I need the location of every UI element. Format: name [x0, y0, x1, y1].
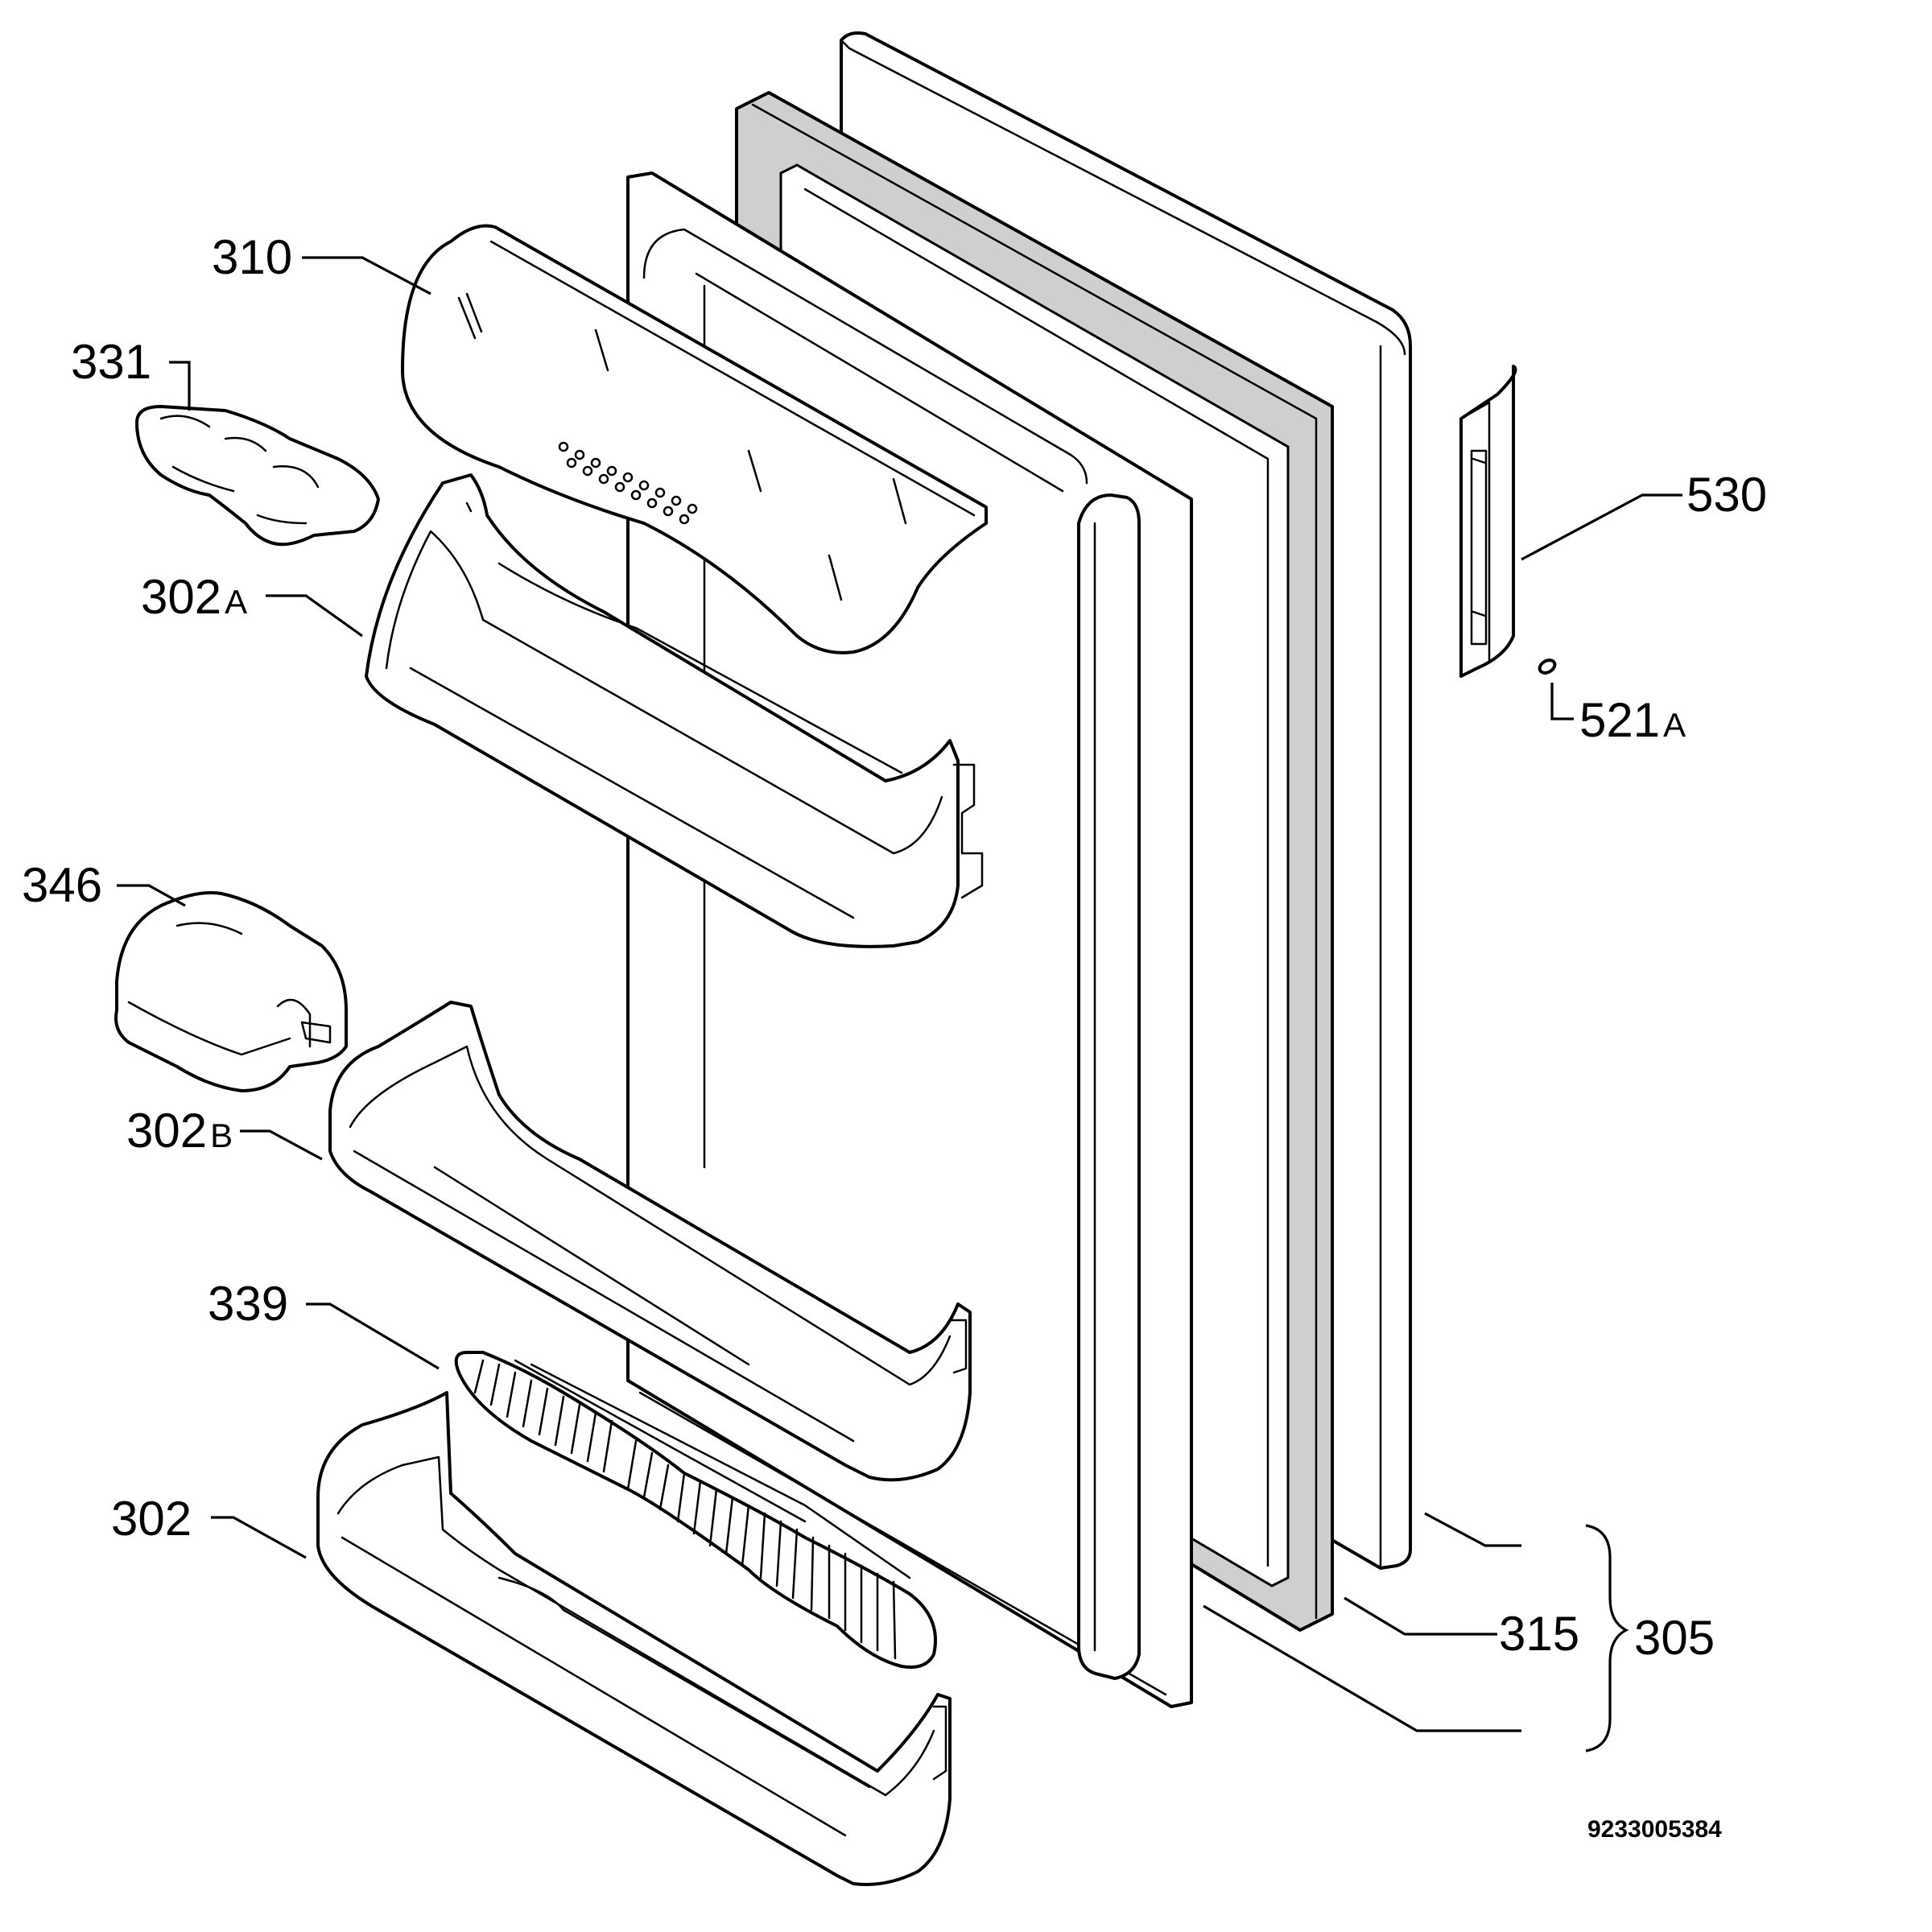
label-302a: 302A: [141, 570, 247, 624]
label-331: 331: [71, 335, 151, 389]
bottle-retainer[interactable]: [454, 1351, 937, 1669]
butter-dish[interactable]: [114, 891, 348, 1092]
door-shelf-302b[interactable]: [328, 1001, 972, 1482]
leader-lines: [117, 256, 1682, 1752]
part-labels: 310 331 302A 346 302B 339 302 530 521A 3…: [22, 230, 1767, 1843]
hinge-530[interactable]: [1459, 365, 1517, 678]
label-302b: 302B: [126, 1104, 233, 1158]
label-521a: 521A: [1579, 693, 1686, 747]
shelf-cover[interactable]: [401, 224, 988, 654]
door-shelf-302a[interactable]: [365, 473, 984, 948]
label-530: 530: [1686, 468, 1767, 522]
document-number: 9233005384: [1587, 1816, 1722, 1843]
part-521a[interactable]: [1538, 658, 1557, 675]
egg-tray[interactable]: [135, 405, 380, 547]
label-315: 315: [1499, 1607, 1579, 1661]
label-310: 310: [212, 230, 292, 284]
label-302: 302: [111, 1492, 192, 1546]
label-346: 346: [22, 858, 102, 912]
inner-vertical-rail: [1077, 493, 1141, 1680]
label-339: 339: [208, 1277, 288, 1331]
label-305: 305: [1634, 1611, 1715, 1665]
door-shelf-302[interactable]: [316, 1391, 952, 1886]
